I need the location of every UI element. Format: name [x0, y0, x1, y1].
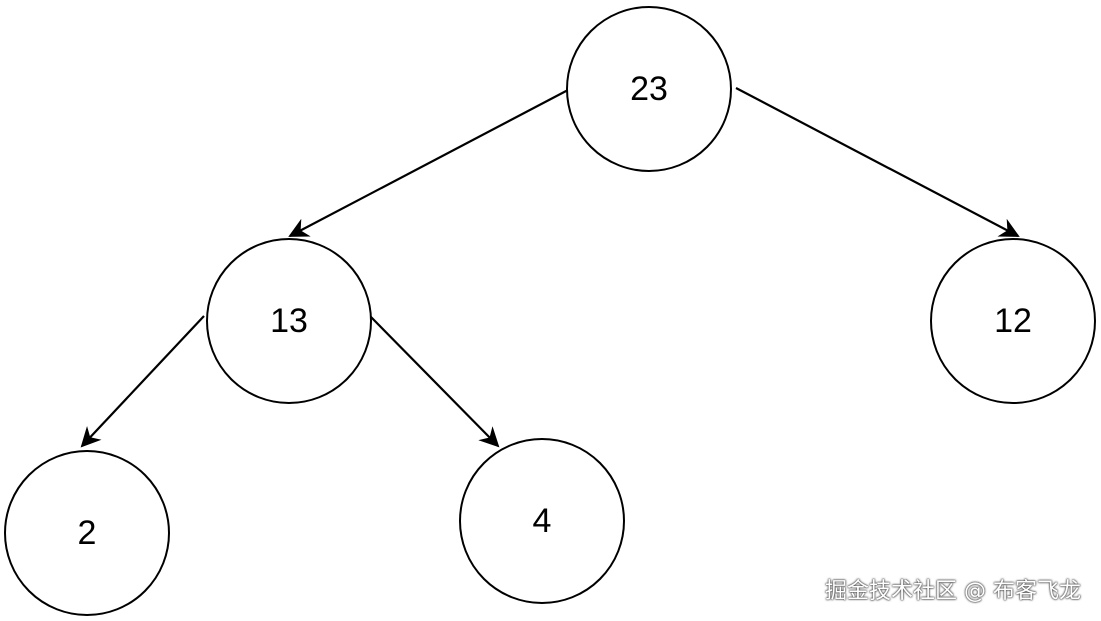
node-circle-2 — [4, 450, 170, 616]
node-label-12: 12 — [994, 302, 1032, 340]
edge-13-to-2 — [80, 315, 205, 448]
node-circle-13 — [206, 238, 372, 404]
edge-13-to-4 — [369, 315, 500, 448]
node-circle-23 — [566, 6, 732, 172]
tree-nodes: 23 13 12 2 4 — [4, 6, 1096, 616]
node-label-23: 23 — [630, 70, 668, 108]
node-label-2: 2 — [78, 514, 97, 552]
tree-node-13: 13 — [206, 238, 372, 404]
edge-23-to-12 — [735, 87, 1020, 237]
tree-node-23: 23 — [566, 6, 732, 172]
tree-node-12: 12 — [930, 238, 1096, 404]
tree-node-4: 4 — [459, 438, 625, 604]
node-circle-12 — [930, 238, 1096, 404]
node-circle-4 — [459, 438, 625, 604]
tree-edges — [80, 87, 1020, 448]
node-label-4: 4 — [533, 502, 552, 540]
watermark-text: 掘金技术社区 @ 布客飞龙 — [825, 579, 1081, 604]
tree-node-2: 2 — [4, 450, 170, 616]
edge-23-to-13 — [288, 89, 569, 237]
node-label-13: 13 — [270, 302, 308, 340]
